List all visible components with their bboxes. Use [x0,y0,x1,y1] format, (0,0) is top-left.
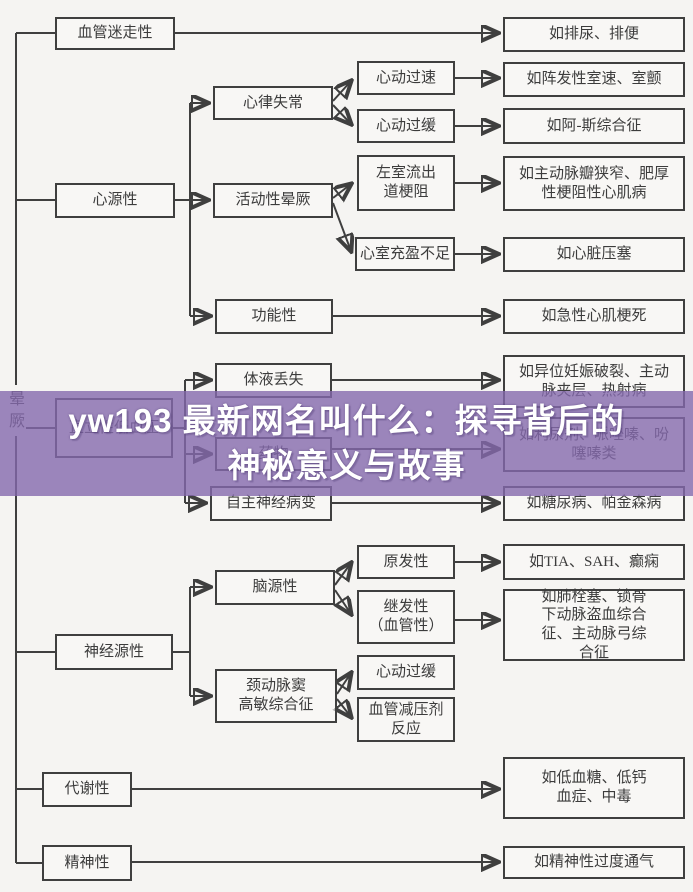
node-ventricular-underfilling: 心室充盈不足 [355,237,455,271]
outcome-metabolic: 如低血糖、低钙血症、中毒 [503,757,685,819]
node-cerebral: 脑源性 [215,570,335,605]
node-functional: 功能性 [215,299,333,334]
node-neurogenic: 神经源性 [55,634,173,670]
node-exertional-syncope: 活动性晕厥 [213,183,333,218]
node-carotid-bradycardia: 心动过缓 [357,655,455,690]
outcome-psychogenic: 如精神性过度通气 [503,846,685,879]
node-psychogenic: 精神性 [42,845,132,881]
outcome-primary: 如TIA、SAH、癫痫 [503,544,685,580]
node-vasodepressor-response: 血管减压剂 反应 [357,697,455,742]
node-arrhythmia: 心律失常 [213,86,333,120]
outcome-vasovagal: 如排尿、排便 [503,17,685,52]
promo-banner-title-line1: yw193 最新网名叫什么：探寻背后的 [68,402,625,440]
node-tachycardia: 心动过速 [357,61,455,95]
outcome-tachycardia: 如阵发性室速、室颤 [503,62,685,97]
node-carotid-sinus-hypersensitivity: 颈动脉窦 高敏综合征 [215,669,337,723]
outcome-bradycardia: 如阿-斯综合征 [503,108,685,144]
node-lvot-obstruction: 左室流出 道梗阻 [357,155,455,211]
node-cardiogenic: 心源性 [55,183,175,218]
node-primary: 原发性 [357,545,455,579]
node-bradycardia: 心动过缓 [357,109,455,143]
promo-banner-overlay: yw193 最新网名叫什么：探寻背后的 神秘意义与故事 [0,391,693,496]
node-metabolic: 代谢性 [42,772,132,807]
promo-banner-title-line2: 神秘意义与故事 [227,446,466,484]
outcome-functional: 如急性心肌梗死 [503,299,685,334]
outcome-lvot: 如主动脉瓣狭窄、肥厚性梗阻性心肌病 [503,156,685,211]
node-secondary-vascular: 继发性 （血管性） [357,590,455,644]
outcome-secondary: 如肺栓塞、锁骨下动脉盗血综合征、主动脉弓综合征 [503,589,685,661]
node-vasovagal: 血管迷走性 [55,17,175,50]
outcome-underfilling: 如心脏压塞 [503,237,685,272]
